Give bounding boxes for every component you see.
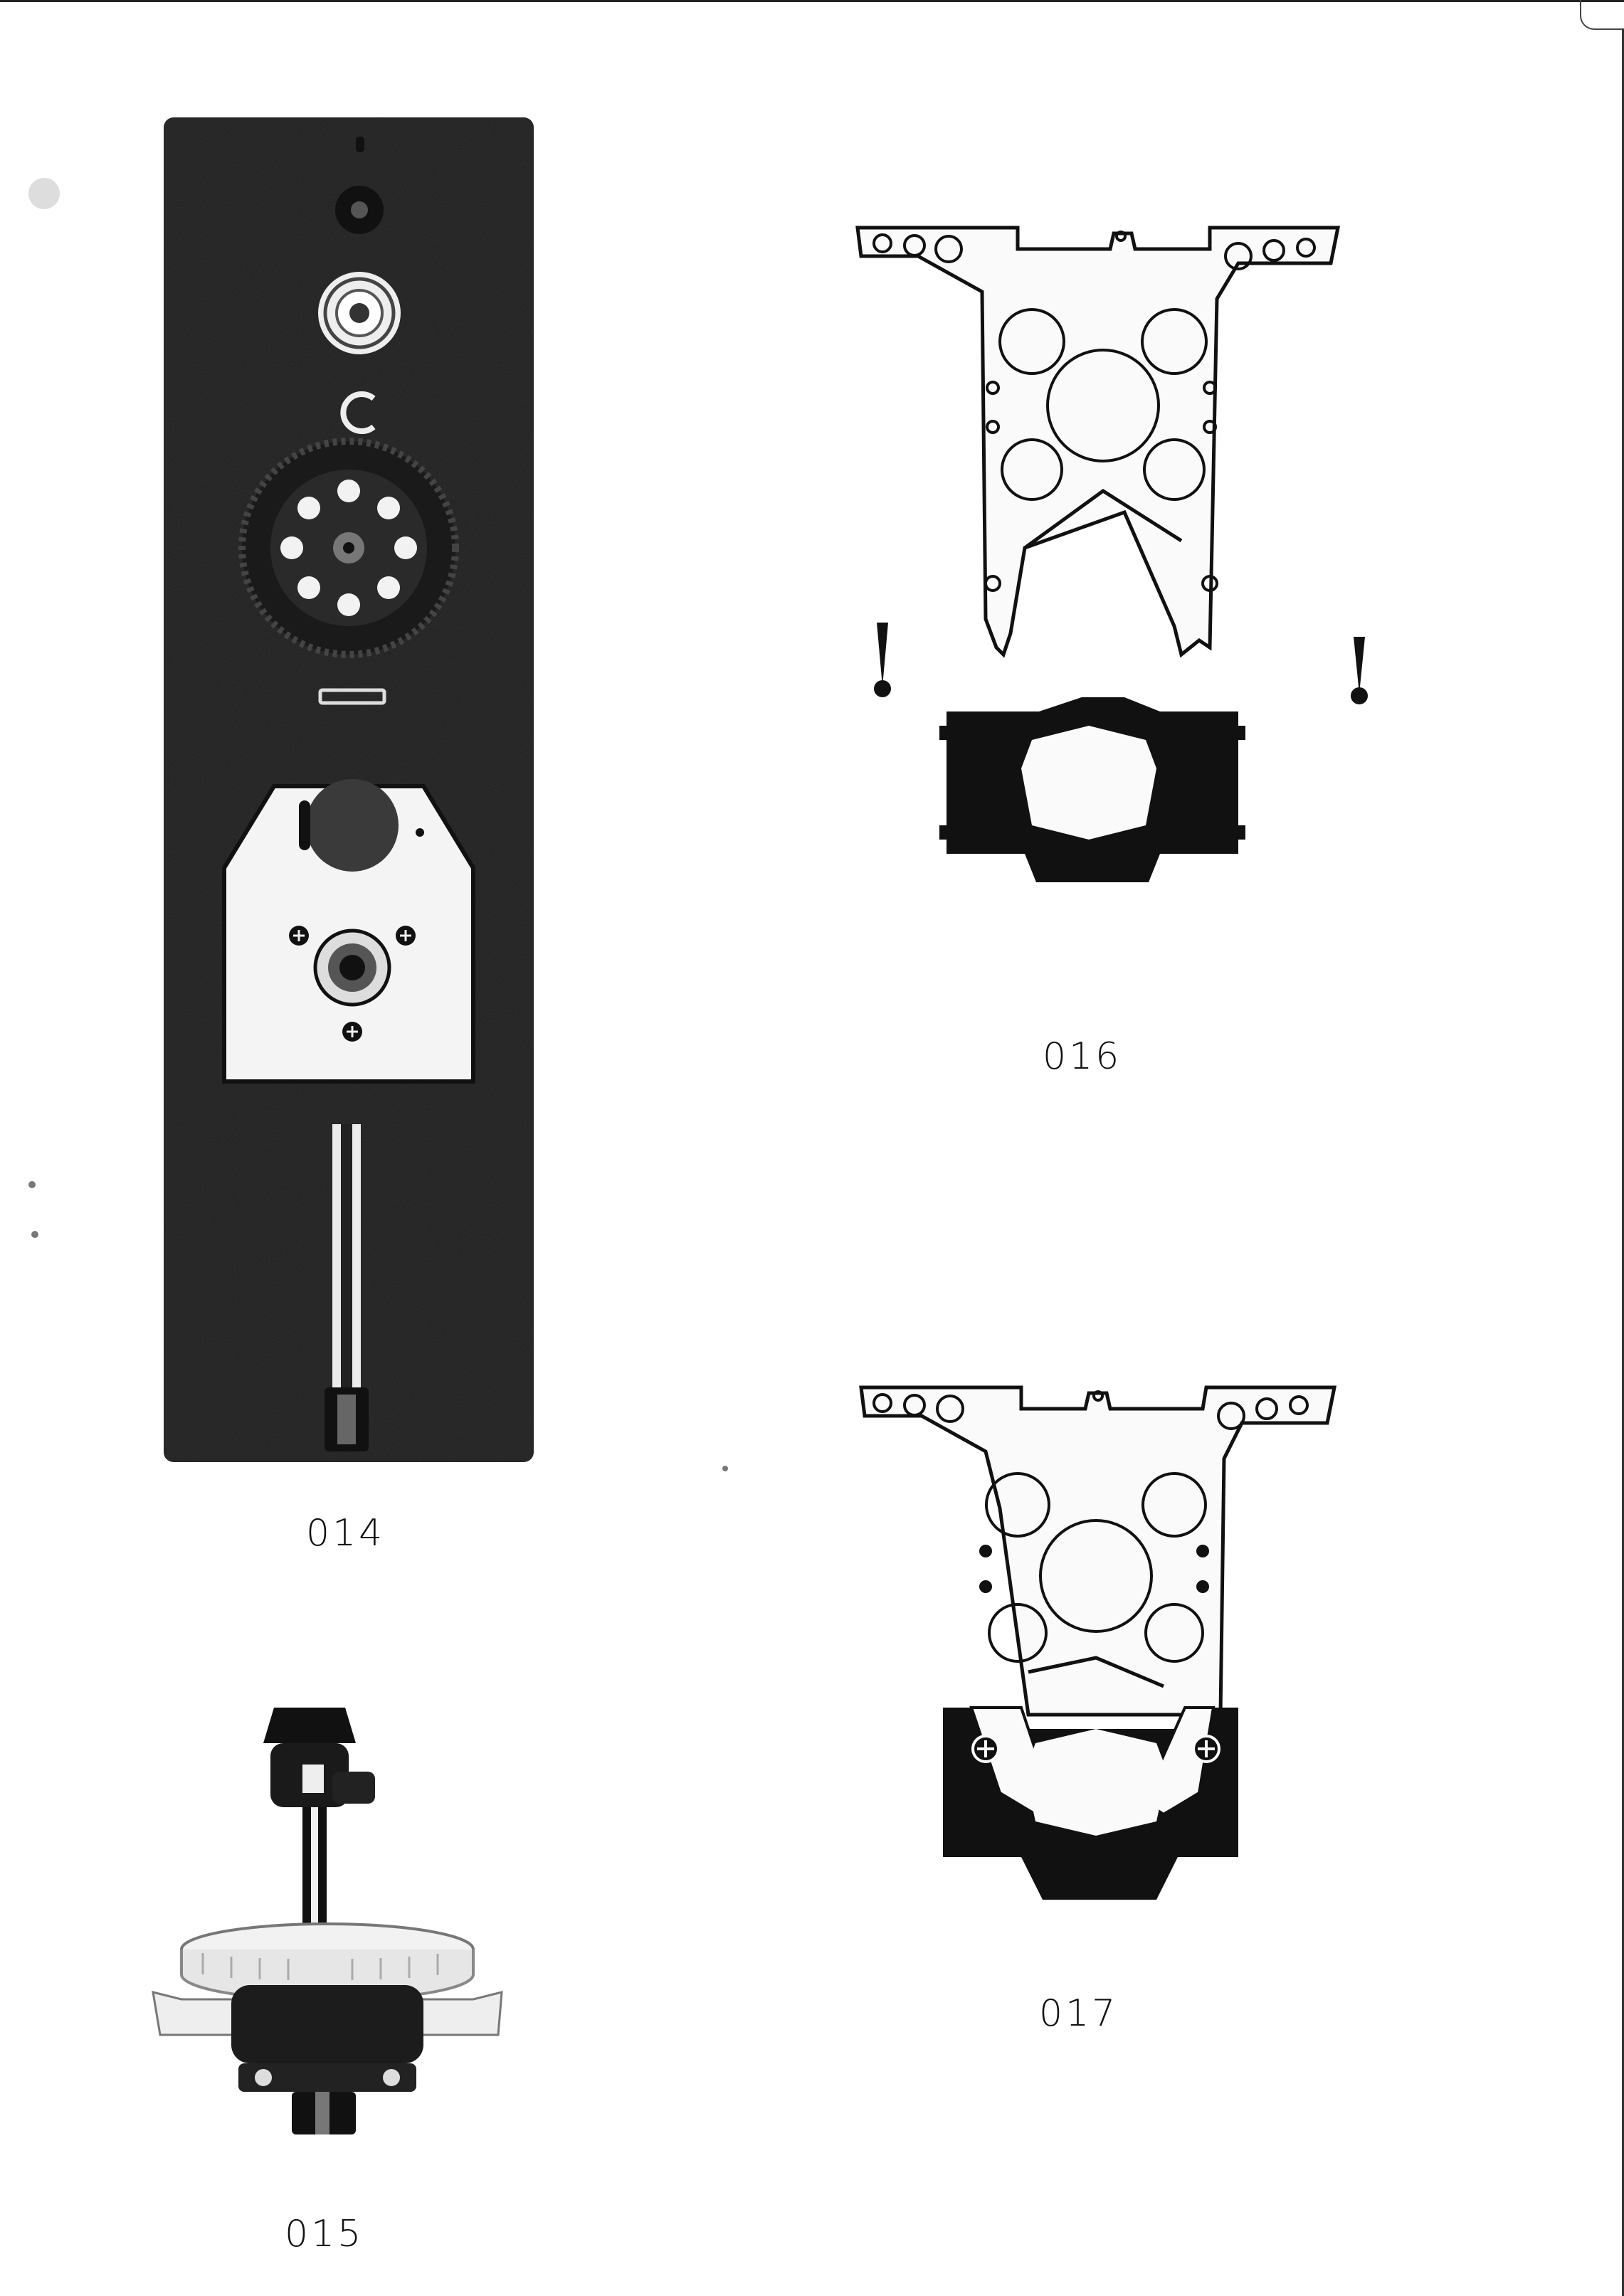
- scan-speck: [28, 178, 60, 209]
- e-clip-icon: [340, 391, 376, 434]
- scan-edge-corner: [1580, 0, 1624, 30]
- shock-tower-plate-icon: [855, 226, 1341, 658]
- figure-017-shock-tower-assembled: [843, 1373, 1398, 1921]
- mount-block-icon: [943, 1706, 1238, 1900]
- mount-block-icon: [939, 697, 1245, 882]
- pin-icon: [356, 137, 364, 152]
- bearing-icon: [313, 929, 391, 1007]
- caption-014: 014: [306, 1512, 386, 1555]
- scan-edge-right: [1622, 28, 1624, 2296]
- scan-speck: [28, 1181, 36, 1188]
- figure-015-assembled-gearbox: [139, 1693, 516, 2149]
- screw-icon: [289, 926, 309, 946]
- caption-015: 015: [285, 2213, 364, 2255]
- shock-tower-plate-icon: [859, 1385, 1337, 1717]
- scan-speck: [31, 1231, 38, 1238]
- spacer-icon: [318, 688, 386, 705]
- caption-017: 017: [1039, 1992, 1119, 2035]
- spur-gear-icon: [238, 438, 459, 658]
- figure-016-shock-tower-exploded: [840, 213, 1395, 882]
- shaft-icon: [325, 1124, 369, 1451]
- scan-edge-top: [0, 0, 1624, 2]
- pinion-gear-icon: [335, 186, 384, 234]
- screw-icon: [1192, 1735, 1220, 1763]
- scan-speck: [722, 1466, 728, 1471]
- screw-icon: [342, 1022, 362, 1042]
- motor-mount-plate-icon: [222, 779, 475, 1084]
- screw-icon: [1351, 637, 1368, 704]
- screw-icon: [396, 926, 416, 946]
- caption-016: 016: [1043, 1035, 1122, 1078]
- figure-014-exploded-gearbox-parts: [157, 114, 541, 1466]
- bearing-icon: [318, 272, 401, 354]
- screw-icon: [971, 1735, 1000, 1763]
- screw-icon: [874, 623, 891, 697]
